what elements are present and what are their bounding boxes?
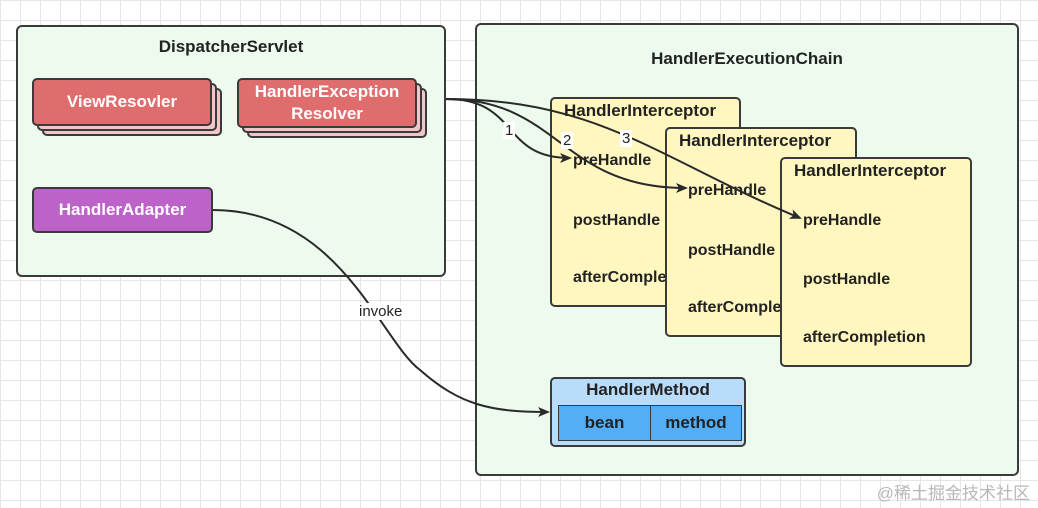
handler-interceptor-2-title: HandlerInterceptor (679, 131, 832, 150)
handler-adapter-label: HandlerAdapter (58, 200, 187, 219)
handler-method-bean-label: bean (584, 413, 625, 432)
handler-method-method-cell[interactable]: method (650, 405, 742, 441)
exception-resolver-label-line2: Resolver (291, 104, 363, 123)
edge-label-step-2: 2 (561, 132, 574, 149)
handler-interceptor-3-aftercompletion: afterCompletion (803, 329, 926, 346)
handler-method-title: HandlerMethod (586, 380, 710, 399)
handler-interceptor-3-prehandle: preHandle (803, 212, 882, 229)
handler-interceptor-3-posthandle: postHandle (803, 271, 891, 288)
handler-interceptor-1-title: HandlerInterceptor (564, 101, 717, 120)
handler-execution-chain-title: HandlerExecutionChain (651, 49, 843, 68)
dispatcher-servlet-container: DispatcherServlet (16, 25, 446, 277)
handler-method-bean-cell[interactable]: bean (558, 405, 651, 441)
handler-method-method-label: method (665, 413, 727, 432)
handler-method-box[interactable]: HandlerMethod bean method (550, 377, 746, 447)
dispatcher-servlet-title: DispatcherServlet (158, 37, 304, 56)
handler-interceptor-3-title: HandlerInterceptor (794, 161, 947, 180)
arrow-invoke (212, 209, 550, 417)
view-resolver-box[interactable]: ViewResovler (32, 78, 212, 126)
view-resolver-label: ViewResovler (66, 92, 178, 111)
edge-label-step-1: 1 (503, 122, 516, 139)
edge-label-invoke: invoke (357, 303, 405, 320)
handler-adapter-box[interactable]: HandlerAdapter (32, 187, 213, 233)
handler-interceptor-1-posthandle: postHandle (573, 212, 661, 229)
exception-resolver-box[interactable]: HandlerException Resolver (237, 78, 417, 128)
handler-interceptor-2-posthandle: postHandle (688, 242, 776, 259)
watermark-text: @稀土掘金技术社区 (876, 484, 1030, 503)
exception-resolver-label-line1: HandlerException (254, 82, 400, 101)
handler-interceptor-3[interactable]: HandlerInterceptor preHandle postHandle … (780, 157, 972, 367)
edge-label-step-3: 3 (620, 130, 633, 147)
